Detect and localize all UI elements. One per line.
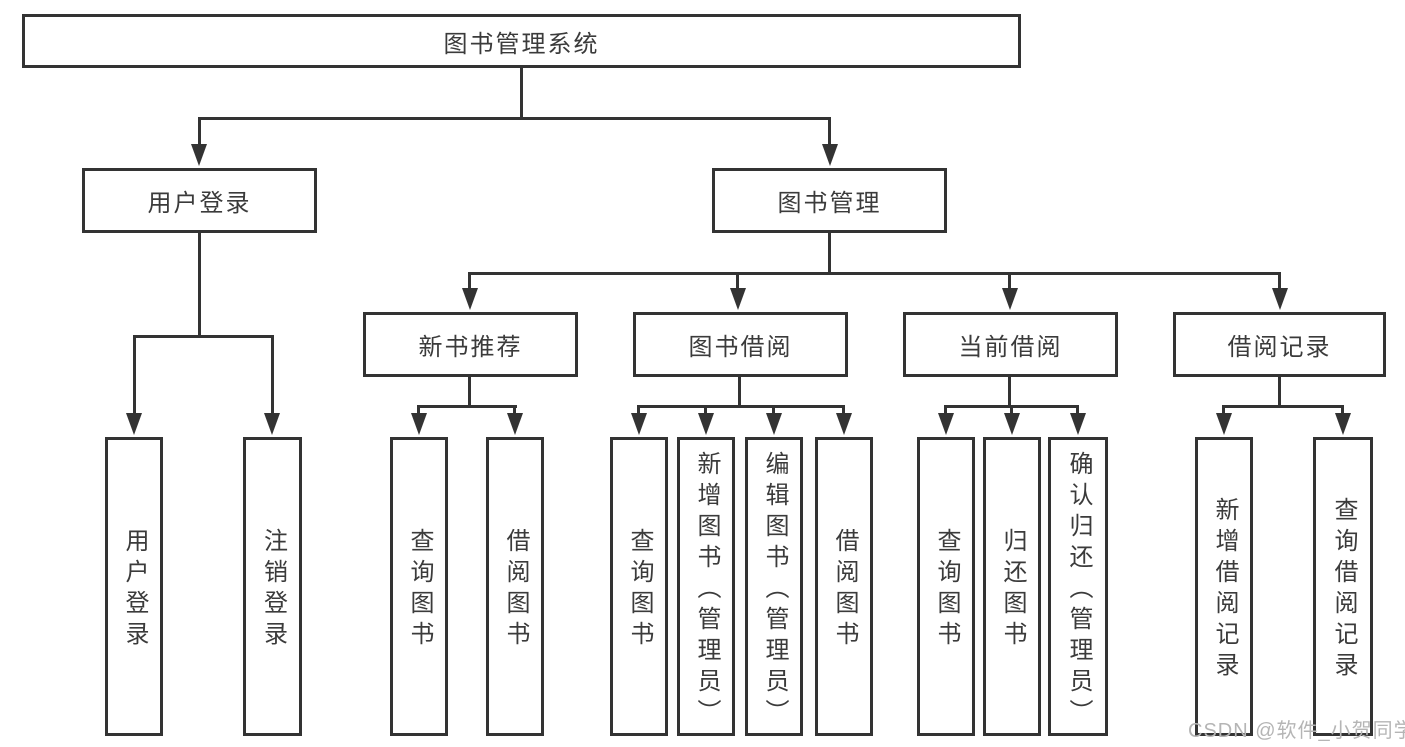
arrow-down-icon [191,144,207,166]
node-query-books-current: 查询图书 [917,437,975,736]
connector-stem [513,405,516,417]
node-edit-books-admin: 编辑图书（管理员） [745,437,803,736]
node-label: 新书推荐 [418,334,523,361]
connector-drop [738,377,741,405]
node-label: 查询借阅记录 [1330,497,1357,683]
connector-group [1222,405,1344,408]
arrow-down-icon [126,413,142,435]
arrow-down-icon [822,144,838,166]
node-new-book-recommendation: 新书推荐 [363,312,578,377]
connector-root-drop [520,68,523,117]
arrow-down-icon [462,288,478,310]
node-add-books-admin: 新增图书（管理员） [677,437,735,736]
node-label: 新增借阅记录 [1211,497,1238,683]
node-query-borrow-record: 查询借阅记录 [1313,437,1373,736]
node-label: 用户登录 [121,528,148,652]
connector-drop [1278,377,1281,405]
node-borrowing-records: 借阅记录 [1173,312,1386,377]
node-query-books-borrowing: 查询图书 [610,437,668,736]
connector-stem [1008,272,1011,293]
node-label: 借阅图书 [831,528,858,652]
node-label: 注销登录 [259,528,287,652]
connector-stem [828,117,831,148]
node-library-system: 图书管理系统 [22,14,1021,68]
connector-user-login-drop [198,233,201,335]
node-label: 归还图书 [999,528,1026,652]
arrow-down-icon [1272,288,1288,310]
arrow-down-icon [1004,413,1020,435]
node-book-borrowing: 图书借阅 [633,312,848,377]
connector-stem [704,405,707,417]
node-label: 借阅图书 [502,528,529,652]
connector-group [417,405,517,408]
node-label: 新增图书（管理员） [693,450,720,730]
connector-group [637,405,845,408]
connector-stem [1010,405,1013,417]
arrow-down-icon [938,413,954,435]
connector-level3 [468,272,1281,275]
node-user-login-leaf: 用户登录 [105,437,163,736]
node-label: 当前借阅 [958,334,1063,361]
connector-drop [468,377,471,405]
node-label: 确认归还（管理员） [1065,450,1092,730]
node-label: 图书借阅 [688,334,793,361]
node-user-login: 用户登录 [82,168,317,233]
connector-book-mgmt-drop [828,233,831,272]
csdn-watermark: CSDN @软件_小贺同学 [1188,720,1405,742]
connector-stem [198,117,201,148]
connector-stem [842,405,845,417]
arrow-down-icon [1335,413,1351,435]
node-label: 用户登录 [147,190,252,217]
connector-stem [133,335,136,418]
connector-stem [1076,405,1079,417]
node-label: 查询图书 [933,528,960,652]
arrow-down-icon [698,413,714,435]
node-book-management: 图书管理 [712,168,947,233]
connector-stem [417,405,420,417]
connector-stem [271,335,274,418]
arrow-down-icon [1070,413,1086,435]
connector-drop [1008,377,1011,405]
arrow-down-icon [507,413,523,435]
connector-stem [468,272,471,293]
node-add-borrow-record: 新增借阅记录 [1195,437,1253,736]
node-label: 图书管理 [777,190,882,217]
node-current-borrowing: 当前借阅 [903,312,1118,377]
node-confirm-return-admin: 确认归还（管理员） [1048,437,1108,736]
node-query-books-recommend: 查询图书 [390,437,448,736]
arrow-down-icon [1002,288,1018,310]
arrow-down-icon [1216,413,1232,435]
node-return-books: 归还图书 [983,437,1041,736]
node-logout: 注销登录 [243,437,302,736]
arrow-down-icon [411,413,427,435]
connector-level2 [198,117,831,120]
connector-stem [637,405,640,417]
node-label: 查询图书 [406,528,433,652]
connector-stem [1278,272,1281,293]
node-borrow-books-borrowing: 借阅图书 [815,437,873,736]
arrow-down-icon [264,413,280,435]
arrow-down-icon [631,413,647,435]
connector-user-login [133,335,274,338]
connector-stem [1222,405,1225,417]
arrow-down-icon [766,413,782,435]
connector-stem [1341,405,1344,417]
node-label: 查询图书 [626,528,653,652]
node-label: 借阅记录 [1227,334,1332,361]
connector-stem [944,405,947,417]
arrow-down-icon [730,288,746,310]
node-label: 编辑图书（管理员） [761,450,788,730]
node-borrow-books-recommend: 借阅图书 [486,437,544,736]
connector-stem [772,405,775,417]
node-label: 图书管理系统 [443,30,600,58]
connector-stem [736,272,739,293]
arrow-down-icon [836,413,852,435]
